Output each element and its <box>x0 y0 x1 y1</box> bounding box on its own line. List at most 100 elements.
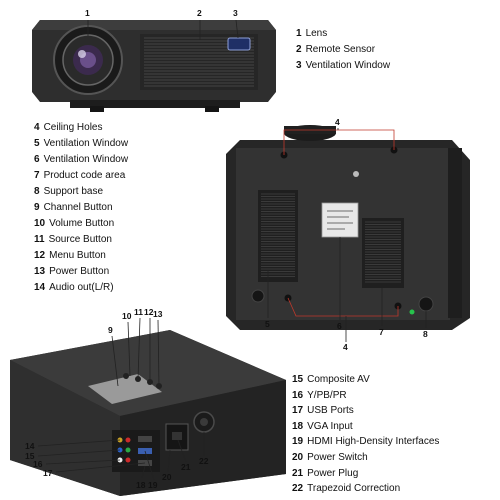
legend-number: 22 <box>292 483 304 495</box>
legend-label: Composite AV <box>307 374 370 385</box>
callout-8: 8 <box>423 329 428 339</box>
legend-label: Product code area <box>43 170 126 181</box>
projector-bottom-view <box>226 125 470 330</box>
legend-number: 1 <box>296 28 302 39</box>
legend-label: Audio out(L/R) <box>49 282 114 293</box>
legend-label: Volume Button <box>49 218 115 229</box>
legend-label: Support base <box>43 186 104 197</box>
legend-label: Ceiling Holes <box>43 122 103 133</box>
callout-15: 15 <box>25 451 35 461</box>
callout-6: 6 <box>337 321 342 331</box>
legend-number: 21 <box>292 467 304 479</box>
leader-lines <box>37 19 427 481</box>
legend-number: 17 <box>292 405 304 417</box>
legend-label: USB Ports <box>307 405 354 417</box>
callout-13: 13 <box>153 309 163 319</box>
callout-18: 18 <box>136 480 146 490</box>
legend-number: 20 <box>292 451 304 463</box>
legend-number: 3 <box>296 60 302 71</box>
callout-1: 1 <box>85 8 90 18</box>
legend-number: 7 <box>34 170 40 181</box>
callout-17: 17 <box>43 468 53 478</box>
legend-label: Ventilation Window <box>305 60 391 71</box>
callout-7: 7 <box>379 327 384 337</box>
legend-label: Power Switch <box>307 451 368 463</box>
legend-label: Power Plug <box>307 467 359 479</box>
support-base <box>251 289 434 312</box>
legend-number: 10 <box>34 218 46 229</box>
product-code-label <box>321 202 359 238</box>
legend-number: 4 <box>34 122 40 133</box>
legend-label: Ventilation Window <box>43 154 129 165</box>
callout-9: 9 <box>108 325 113 335</box>
legend-number: 2 <box>296 44 302 55</box>
callout-numbers: 1 2 3 4 4 5 6 7 8 9 10 11 12 13 14 15 16… <box>25 8 428 490</box>
legend-number: 5 <box>34 138 40 149</box>
legend-number: 13 <box>34 266 46 277</box>
legend-number: 9 <box>34 202 40 213</box>
remote-sensor <box>227 37 251 51</box>
legend-label: VGA Input <box>307 420 353 432</box>
callout-19: 19 <box>148 480 158 490</box>
callout-5: 5 <box>265 319 270 329</box>
power-socket <box>165 423 189 451</box>
projector-side-view <box>10 330 286 496</box>
callout-20: 20 <box>162 472 172 482</box>
callout-22: 22 <box>199 456 209 466</box>
callout-16: 16 <box>33 459 43 469</box>
lens <box>53 25 123 95</box>
legend-label: Y/PB/PR <box>307 389 347 401</box>
callout-3: 3 <box>233 8 238 18</box>
legend-label: Trapezoid Correction <box>307 483 401 495</box>
callout-12: 12 <box>144 307 154 317</box>
legend-label: HDMI High-Density Interfaces <box>307 436 440 448</box>
callout-14: 14 <box>25 441 35 451</box>
legend-number: 19 <box>292 436 304 448</box>
legend-number: 8 <box>34 186 40 197</box>
legend-label: Power Button <box>49 266 110 277</box>
callout-4-top: 4 <box>335 117 340 127</box>
legend-label: Remote Sensor <box>305 44 376 55</box>
legend-number: 14 <box>34 282 46 293</box>
callout-11: 11 <box>134 307 143 317</box>
callout-4-bottom: 4 <box>343 342 348 352</box>
legend-label: Ventilation Window <box>43 138 129 149</box>
legend-number: 18 <box>292 420 304 432</box>
trapezoid-correction-knob <box>193 411 215 433</box>
legend-label: Lens <box>305 28 328 39</box>
legend-label: Menu Button <box>49 250 106 261</box>
projector-front-view <box>32 20 276 112</box>
legend-number: 6 <box>34 154 40 165</box>
callout-21: 21 <box>181 462 191 472</box>
callout-10: 10 <box>122 311 132 321</box>
legend-label: Channel Button <box>43 202 113 213</box>
legend-number: 11 <box>34 234 45 245</box>
legend-number: 12 <box>34 250 46 261</box>
legend-number: 15 <box>292 374 304 385</box>
legend-label: Source Button <box>48 234 112 245</box>
